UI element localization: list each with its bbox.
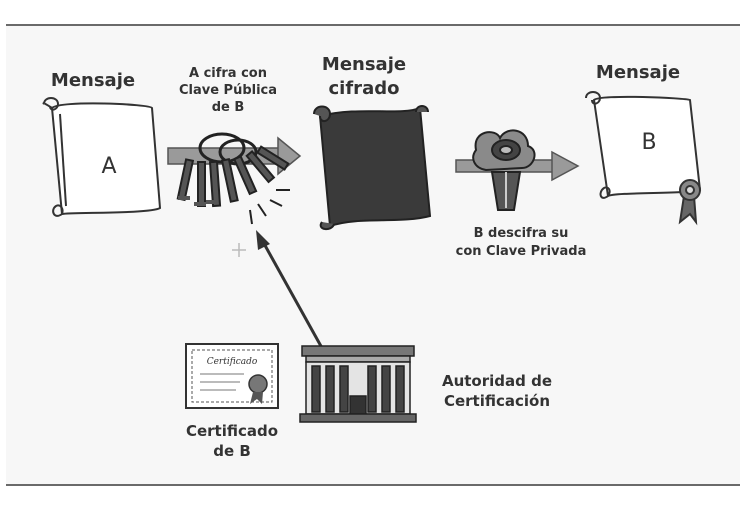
cifra-line3: de B	[211, 100, 245, 115]
cifrado-line2: cifrado	[328, 78, 400, 99]
cifra-line1: A cifra con	[188, 66, 267, 81]
cifra-line2: Clave Pública	[178, 83, 278, 98]
keys-icon	[176, 132, 290, 225]
cert-doc-title: Certificado	[207, 357, 258, 367]
descifra-line1: B descifra su	[473, 226, 569, 241]
building-icon	[299, 345, 417, 423]
mensaje-left-label: Mensaje	[50, 70, 136, 91]
certificado-line1: Certificado	[185, 422, 279, 440]
autoridad-line1: Autoridad de	[441, 372, 553, 390]
top-rule	[6, 24, 740, 26]
ribbon-seal-icon	[678, 179, 701, 226]
encrypted-scroll-icon	[313, 105, 432, 230]
autoridad-line2: Certificación	[443, 392, 551, 410]
cifrado-line1: Mensaje	[321, 54, 407, 75]
descifra-line2: con Clave Privada	[455, 244, 587, 259]
scroll-left-icon	[42, 97, 162, 217]
certificado-line2: de B	[213, 442, 251, 460]
bottom-rule	[6, 484, 740, 486]
letter-a-label: A	[101, 154, 117, 179]
private-key-icon	[472, 129, 536, 211]
letter-b-label: B	[641, 130, 657, 155]
mensaje-right-label: Mensaje	[595, 62, 681, 83]
certificate-doc-icon	[185, 343, 279, 409]
certificate-arrow-icon	[232, 230, 324, 349]
